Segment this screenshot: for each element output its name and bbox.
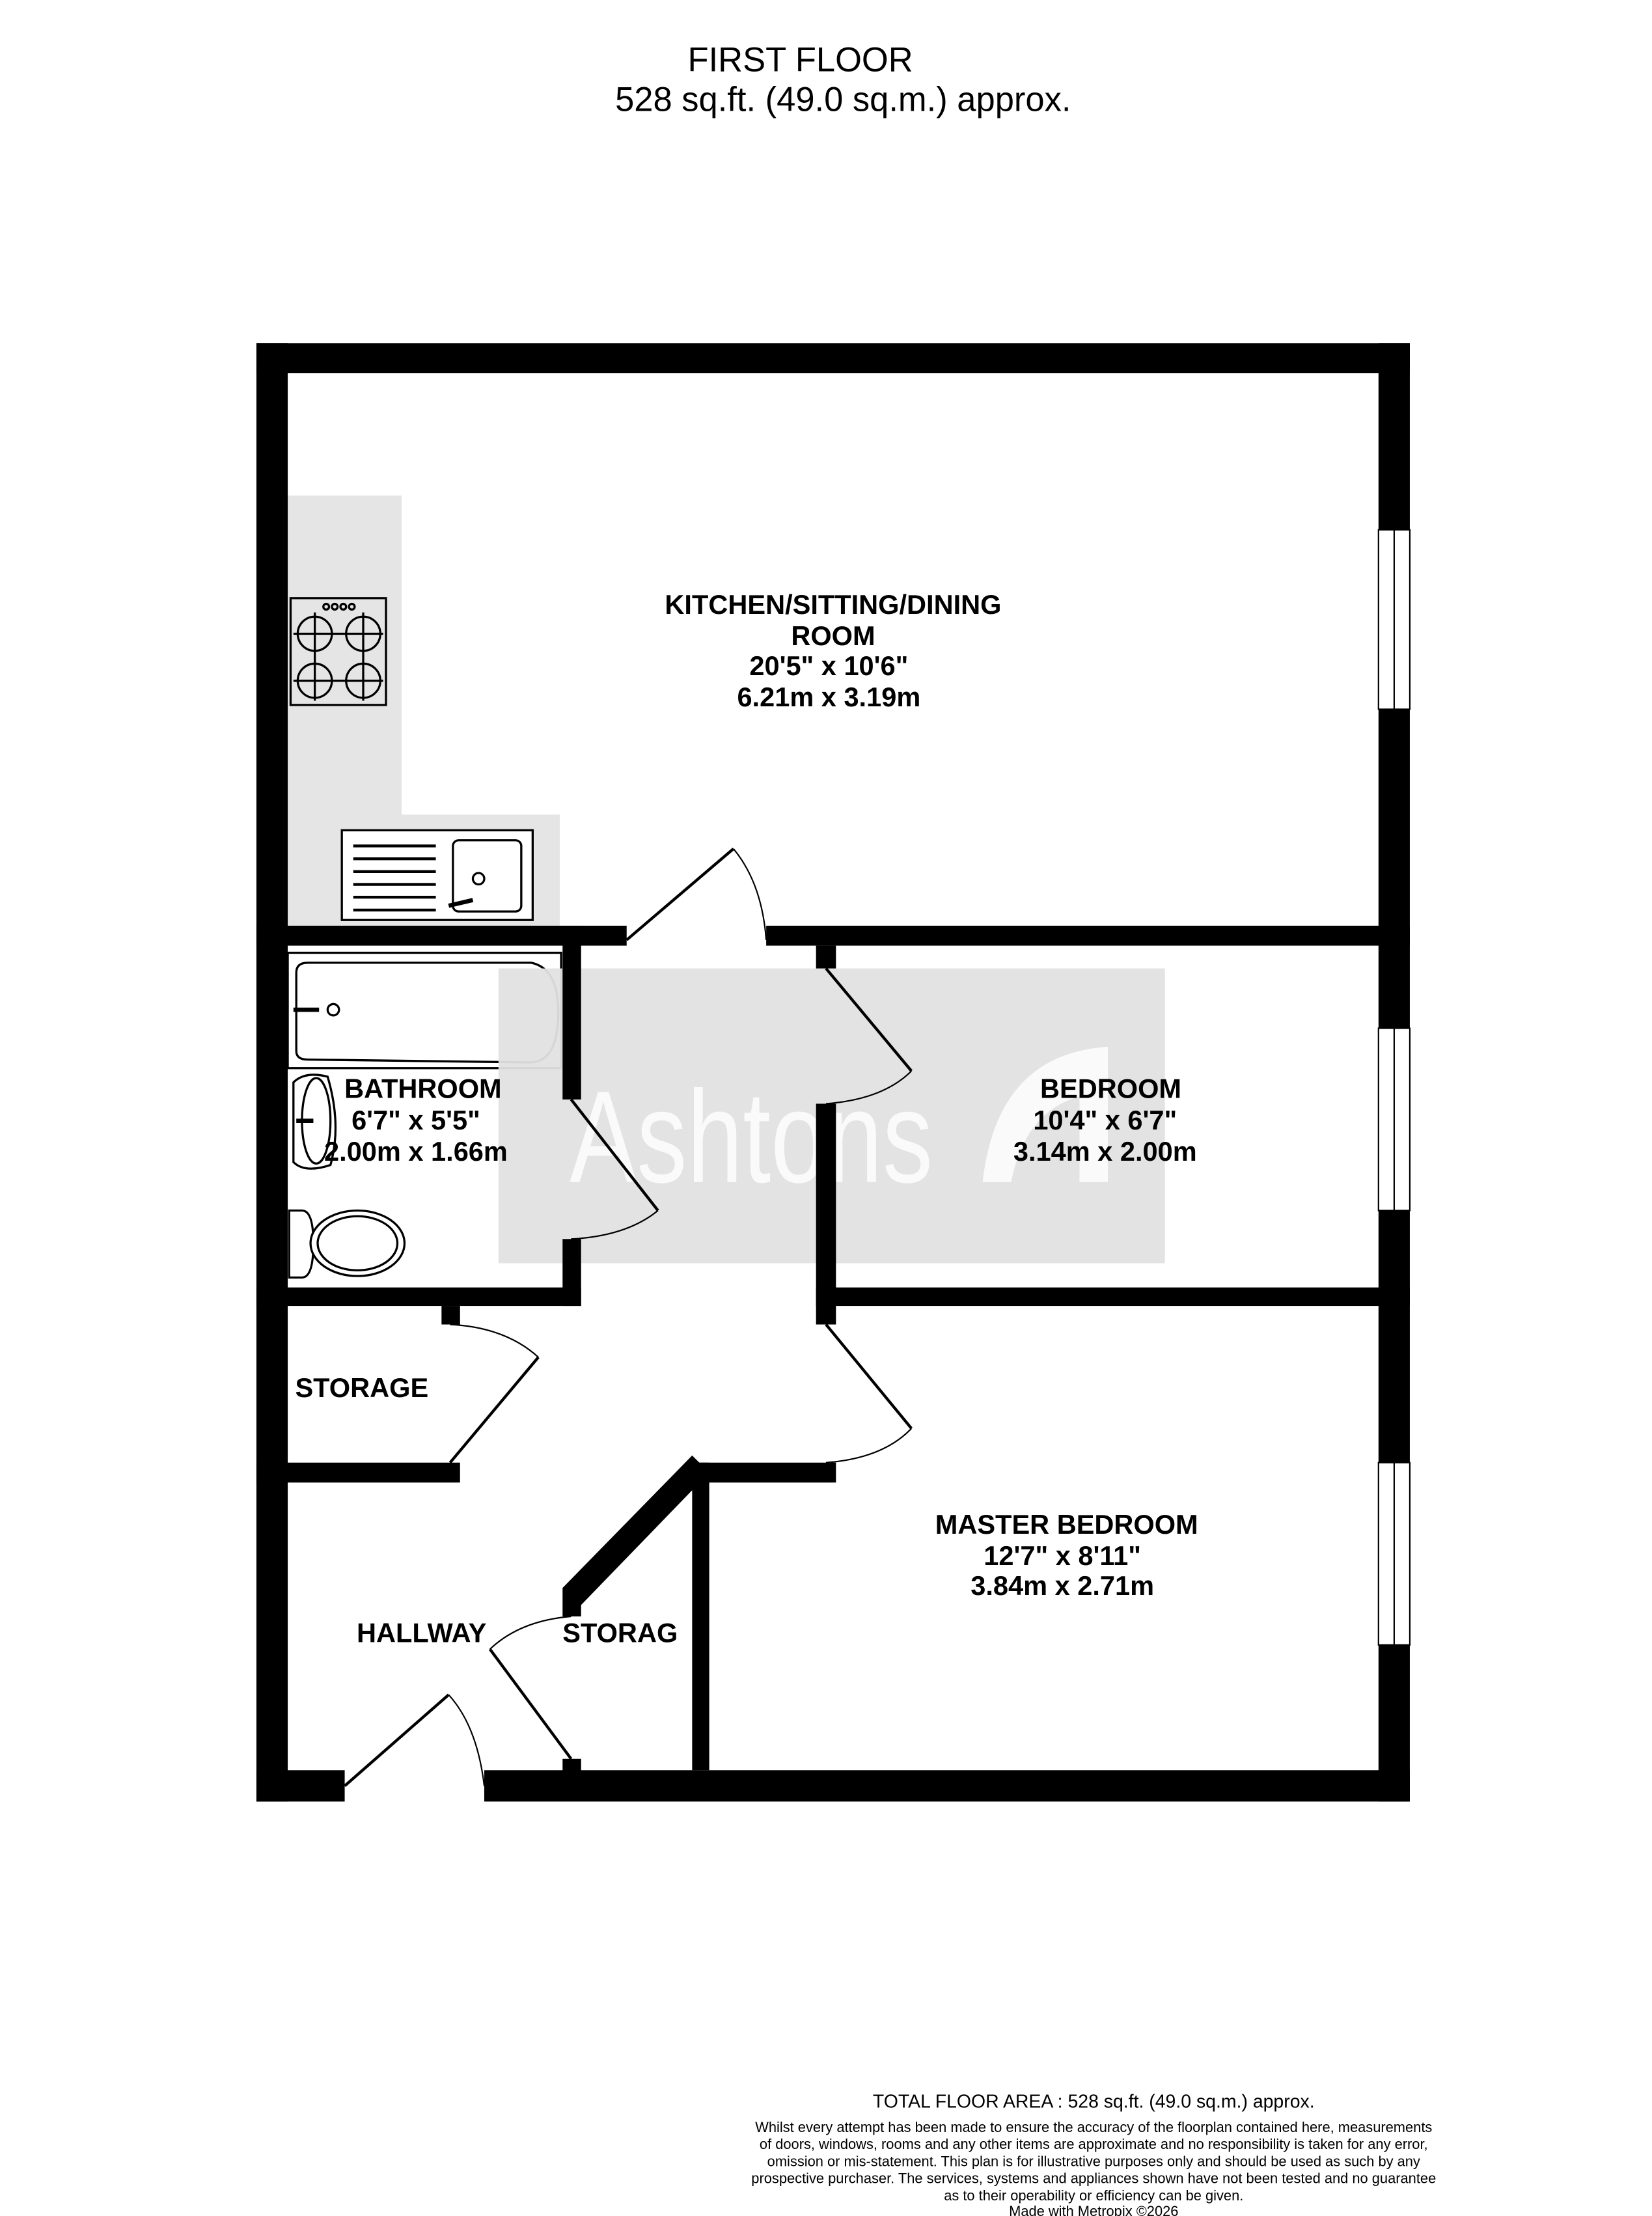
room-dimensions-imperial: 12'7" x 8'11" bbox=[984, 1540, 1141, 1571]
floor-name: FIRST FLOOR bbox=[688, 40, 913, 79]
room-name: BEDROOM bbox=[1040, 1073, 1181, 1104]
disclaimer-line: as to their operability or efficiency ca… bbox=[944, 2187, 1243, 2204]
doors bbox=[344, 848, 913, 1787]
credit: Made with Metropix ©2026 bbox=[1009, 2203, 1178, 2216]
walls bbox=[256, 343, 1410, 1802]
disclaimer-line: of doors, windows, rooms and any other i… bbox=[760, 2136, 1428, 2152]
hob-icon bbox=[289, 597, 387, 706]
footer: TOTAL FLOOR AREA : 528 sq.ft. (49.0 sq.m… bbox=[751, 2092, 1436, 2216]
sink-icon bbox=[340, 829, 534, 921]
floor-area: 528 sq.ft. (49.0 sq.m.) approx. bbox=[615, 81, 1071, 119]
watermark-logo-mark bbox=[982, 1046, 1108, 1182]
room-dimensions-metric: 3.84m x 2.71m bbox=[971, 1570, 1154, 1601]
watermark-text: Ashtons bbox=[570, 1064, 933, 1210]
room-hallway: HALLWAY bbox=[357, 1617, 487, 1648]
room-dimensions-imperial: 20'5" x 10'6" bbox=[749, 650, 908, 681]
total-floor-area: TOTAL FLOOR AREA : 528 sq.ft. (49.0 sq.m… bbox=[873, 2092, 1315, 2112]
room-name: BATHROOM bbox=[344, 1073, 502, 1104]
basin-icon bbox=[292, 1073, 337, 1170]
room-bathroom: BATHROOM 6'7" x 5'5" 2.00m x 1.66m bbox=[324, 1073, 508, 1167]
room-dimensions-imperial: 10'4" x 6'7" bbox=[1033, 1105, 1177, 1135]
room-kitchen: KITCHEN/SITTING/DINING ROOM 20'5" x 10'6… bbox=[665, 589, 1001, 712]
room-name: MASTER BEDROOM bbox=[935, 1509, 1198, 1540]
disclaimer-line: prospective purchaser. The services, sys… bbox=[751, 2170, 1436, 2187]
room-dimensions-metric: 3.14m x 2.00m bbox=[1013, 1136, 1197, 1167]
room-storage-2: STORAG bbox=[562, 1617, 678, 1648]
room-name: ROOM bbox=[791, 620, 875, 651]
room-dimensions-metric: 6.21m x 3.19m bbox=[737, 682, 920, 712]
windows bbox=[1377, 529, 1411, 1646]
room-name: KITCHEN/SITTING/DINING bbox=[665, 589, 1001, 620]
toilet-icon bbox=[288, 1209, 406, 1279]
room-bedroom: BEDROOM 10'4" x 6'7" 3.14m x 2.00m bbox=[1013, 1073, 1197, 1167]
disclaimer-line: omission or mis-statement. This plan is … bbox=[767, 2153, 1420, 2169]
room-dimensions-metric: 2.00m x 1.66m bbox=[324, 1136, 508, 1167]
room-storage: STORAGE bbox=[295, 1372, 428, 1403]
room-dimensions-imperial: 6'7" x 5'5" bbox=[351, 1105, 480, 1135]
room-master-bedroom: MASTER BEDROOM 12'7" x 8'11" 3.84m x 2.7… bbox=[935, 1509, 1198, 1601]
disclaimer-line: Whilst every attempt has been made to en… bbox=[755, 2119, 1432, 2135]
